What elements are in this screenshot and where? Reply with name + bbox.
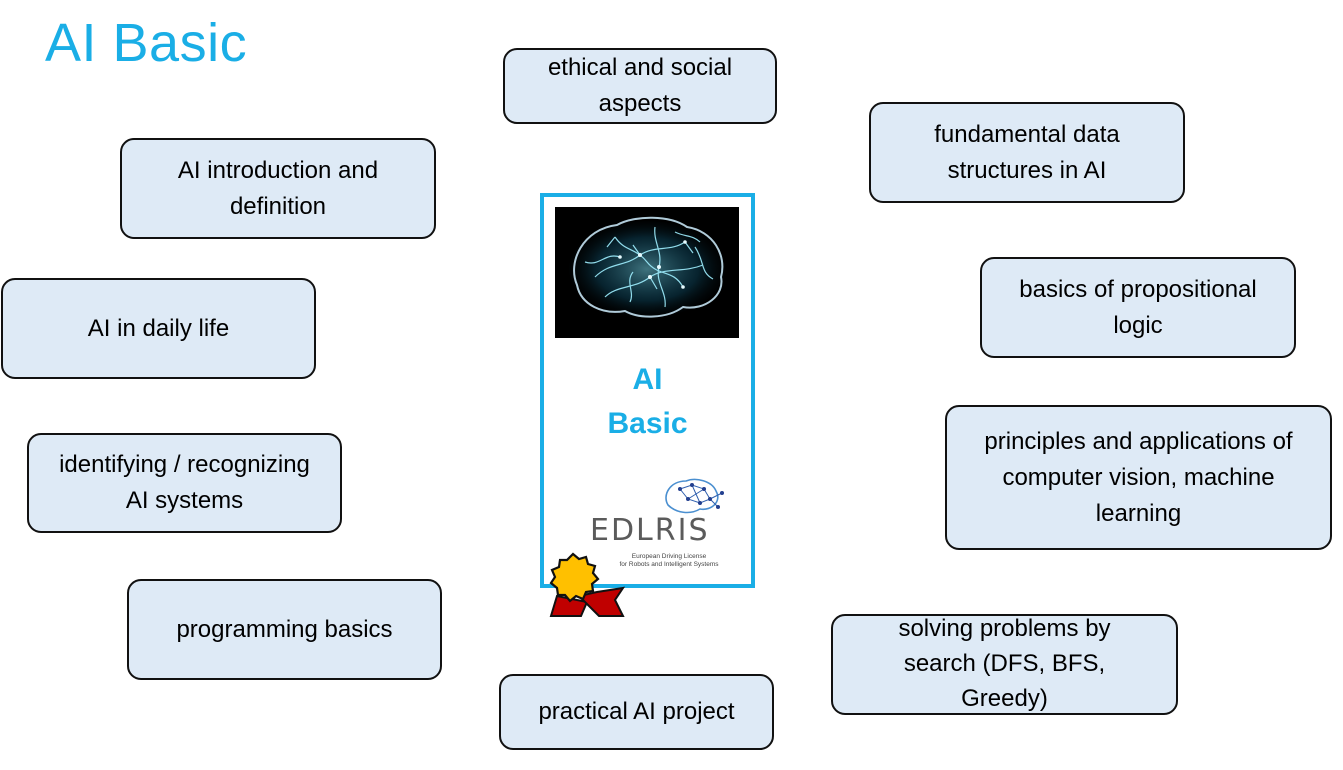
topic-label: AI in daily life <box>87 314 230 342</box>
logo-subtitle-2: for Robots and Intelligent Systems <box>619 561 719 568</box>
topic-label: basics of propositional logic <box>1019 275 1257 339</box>
award-ribbon-icon <box>549 552 626 617</box>
topic-search: solving problems by search (DFS, BFS, Gr… <box>831 614 1178 715</box>
topic-label: identifying / recognizing AI systems <box>59 451 310 514</box>
topic-ai-daily-life: AI in daily life <box>1 278 316 379</box>
topic-ethical-social: ethical and social aspects <box>503 48 777 124</box>
topic-identifying-ai: identifying / recognizing AI systems <box>27 433 342 533</box>
topic-programming-basics: programming basics <box>127 579 442 680</box>
brain-image <box>555 207 739 338</box>
topic-label: AI introduction and definition <box>177 156 379 220</box>
card-label-line2: Basic <box>607 407 688 440</box>
topic-practical-project: practical AI project <box>499 674 774 750</box>
topic-label: practical AI project <box>538 698 735 725</box>
topic-computer-vision: principles and applications of computer … <box>945 405 1332 550</box>
topic-label: principles and applications of computer … <box>984 427 1293 527</box>
topic-label: ethical and social aspects <box>547 54 733 117</box>
topic-data-structures: fundamental data structures in AI <box>869 102 1185 203</box>
topic-label: solving problems by search (DFS, BFS, Gr… <box>898 615 1111 712</box>
topic-propositional-logic: basics of propositional logic <box>980 257 1296 358</box>
brain-icon <box>569 216 725 318</box>
page-title: AI Basic <box>45 13 248 73</box>
topic-label: programming basics <box>176 615 393 643</box>
logo-subtitle-1: European Driving License <box>631 553 707 560</box>
network-brain-icon <box>665 478 724 514</box>
edlris-logo: EDLRIS European Driving License for Robo… <box>582 475 742 573</box>
topic-label: fundamental data structures in AI <box>934 120 1120 184</box>
topic-ai-introduction: AI introduction and definition <box>120 138 436 239</box>
logo-text: EDLRIS <box>590 513 710 548</box>
card-label-line1: AI <box>632 363 663 396</box>
course-card: AI Basic EDLRIS European Driving License… <box>540 193 755 588</box>
